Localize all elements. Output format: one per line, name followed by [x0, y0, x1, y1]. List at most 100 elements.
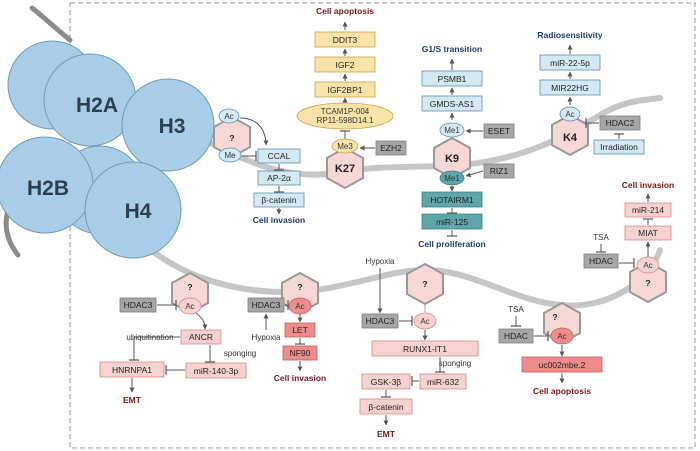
- ancr-hdac3-label: HDAC3: [124, 300, 153, 310]
- dashed-frame: [69, 2, 696, 449]
- uc002-ac-mark: [550, 327, 574, 345]
- nf90-label: NF90: [290, 348, 311, 358]
- igf2-label: IGF2: [336, 60, 355, 70]
- bcatenin-top-label: β-catenin: [261, 195, 296, 205]
- miat-hdac-box: [583, 253, 619, 269]
- histone-h3-label: H3: [159, 115, 186, 138]
- k4-ac-label: Ac: [565, 110, 574, 119]
- runx1-ac-label: Ac: [420, 317, 429, 326]
- riz1-box: [483, 163, 515, 179]
- k27-me3-label: Me3: [337, 142, 353, 151]
- runx1-sponging-label: sponging: [439, 359, 471, 368]
- miat-box: [624, 225, 672, 241]
- psmb1-label: PSMB1: [438, 74, 467, 84]
- miat-hdac-label: HDAC: [589, 256, 613, 266]
- let-label: LET: [292, 325, 308, 335]
- ap2a-box: [257, 170, 301, 186]
- k27-label: K27: [335, 163, 355, 175]
- mir22-box: [539, 54, 601, 71]
- let-hypoxia-label: Hypoxia: [252, 333, 281, 342]
- bcatenin-bottom-label: β-catenin: [368, 402, 403, 412]
- eset-box: [483, 123, 515, 139]
- hdac2-box: [599, 115, 641, 131]
- mir632-label: miR-632: [427, 377, 459, 387]
- ccal-label: CCAL: [268, 151, 291, 161]
- histone-octamer: H2A H3 H2B H4: [0, 40, 215, 259]
- runx1-hdac3-box: [361, 313, 399, 329]
- dna-strand-top: [29, 5, 73, 43]
- uc002-ac-label: Ac: [557, 332, 566, 341]
- histone-h4-label: H4: [125, 200, 152, 223]
- gsk3b-box: [361, 373, 411, 390]
- let-box: [284, 322, 316, 338]
- let-unknown-label: ?: [297, 282, 302, 292]
- igf2-box: [314, 56, 376, 73]
- k4-pathway: Radiosensitivity miR-22-5p MIR22HG K4 Ac…: [537, 30, 645, 157]
- bcatenin-top-box: [253, 192, 305, 208]
- miat-pathway: Cell invasion miR-214 MIAT ? Ac TSA HDAC: [583, 180, 674, 304]
- k9-me1-bottom-mark: [439, 170, 465, 186]
- k27-pathway: Cell apoptosis DDIT3 IGF2 IGF2BP1 TCAM1P…: [296, 6, 407, 190]
- ancr-label: ANCR: [189, 332, 213, 342]
- gmds-label: GMDS-AS1: [430, 99, 475, 109]
- h3-unknown-modification: ? Ac Me CCAL AP-2α β-catenin Cell invasi…: [213, 108, 305, 225]
- uc002-label: uc002mbe.2: [539, 360, 586, 370]
- ddit3-label: DDIT3: [333, 35, 358, 45]
- k9-me1-top-mark: [439, 122, 465, 138]
- tcam1p-label: TCAM1P-004: [321, 107, 370, 116]
- ancr-pathway: ? Ac HDAC3 ANCR ubiquitination HNRNPA1 s…: [99, 271, 256, 405]
- mir214-box: [624, 202, 672, 218]
- mir140-label: miR-140-3p: [194, 366, 239, 376]
- let-cell-invasion: Cell invasion: [274, 373, 326, 383]
- runx1-pathway: Hypoxia ? Ac HDAC3 RUNX1-IT1 sponging mi…: [359, 257, 479, 439]
- irradiation-box: [593, 139, 645, 155]
- ezh2-label: EZH2: [380, 143, 402, 153]
- k27-cell-apoptosis: Cell apoptosis: [316, 6, 374, 16]
- histone-h3: [121, 78, 215, 172]
- uc002-hdac-label: HDAC: [504, 331, 528, 341]
- let-hdac3-box: [247, 297, 285, 313]
- ancr-emt: EMT: [123, 395, 142, 405]
- uc002-cell-apoptosis: Cell apoptosis: [533, 386, 591, 396]
- k4-radiosensitivity: Radiosensitivity: [537, 30, 602, 40]
- riz1-label: RIZ1: [490, 166, 509, 176]
- ancr-hdac3-box: [119, 297, 157, 313]
- ezh2-box: [375, 140, 407, 156]
- gmds-box: [421, 95, 483, 112]
- uc002-tsa-label: TSA: [508, 305, 524, 314]
- mir125-box: [421, 213, 483, 230]
- ancr-ac-label: Ac: [185, 302, 194, 311]
- hdac2-label: HDAC2: [606, 118, 635, 128]
- ancr-unknown-label: ?: [187, 282, 192, 292]
- histone-h2a-label: H2A: [76, 94, 118, 117]
- gsk3b-label: GSK-3β: [371, 377, 402, 387]
- runx1-box: [371, 340, 479, 357]
- let-pathway: ? Ac HDAC3 Hypoxia LET NF90 Cell invasio…: [247, 271, 326, 383]
- ancr-box: [180, 329, 222, 345]
- h3-me-label: Me: [224, 151, 236, 160]
- runx1-ac-mark: [413, 312, 437, 330]
- hnrnpa1-label: HNRNPA1: [112, 365, 152, 375]
- k27-me3-mark: [331, 138, 359, 154]
- ac-to-ccal-arrow: [239, 117, 269, 146]
- uc002-pathway: ? Ac TSA HDAC uc002mbe.2 Cell apoptosis: [498, 301, 603, 396]
- tcam1p-ellipse: [296, 102, 394, 130]
- k9-me1-bottom-label: Me1: [444, 174, 460, 183]
- ddit3-box: [314, 31, 376, 48]
- mir140-box: [185, 362, 247, 379]
- runx1-unknown-hexagon: [406, 262, 444, 306]
- uc002-unknown-label: ?: [552, 312, 557, 322]
- miat-unknown-hexagon: [629, 260, 667, 304]
- k9-label: K9: [445, 153, 459, 165]
- hotairm1-box: [421, 191, 483, 208]
- k4-label: K4: [563, 132, 578, 144]
- miat-unknown-label: ?: [645, 278, 650, 288]
- let-ac-label: Ac: [295, 302, 304, 311]
- miat-tsa-label: TSA: [593, 233, 609, 242]
- eset-label: ESET: [488, 126, 510, 136]
- k9-cell-proliferation: Cell proliferation: [418, 239, 486, 249]
- k4-ac-mark: [559, 106, 581, 122]
- miat-ac-mark: [636, 256, 660, 274]
- mir22hg-label: MIR22HG: [551, 83, 589, 93]
